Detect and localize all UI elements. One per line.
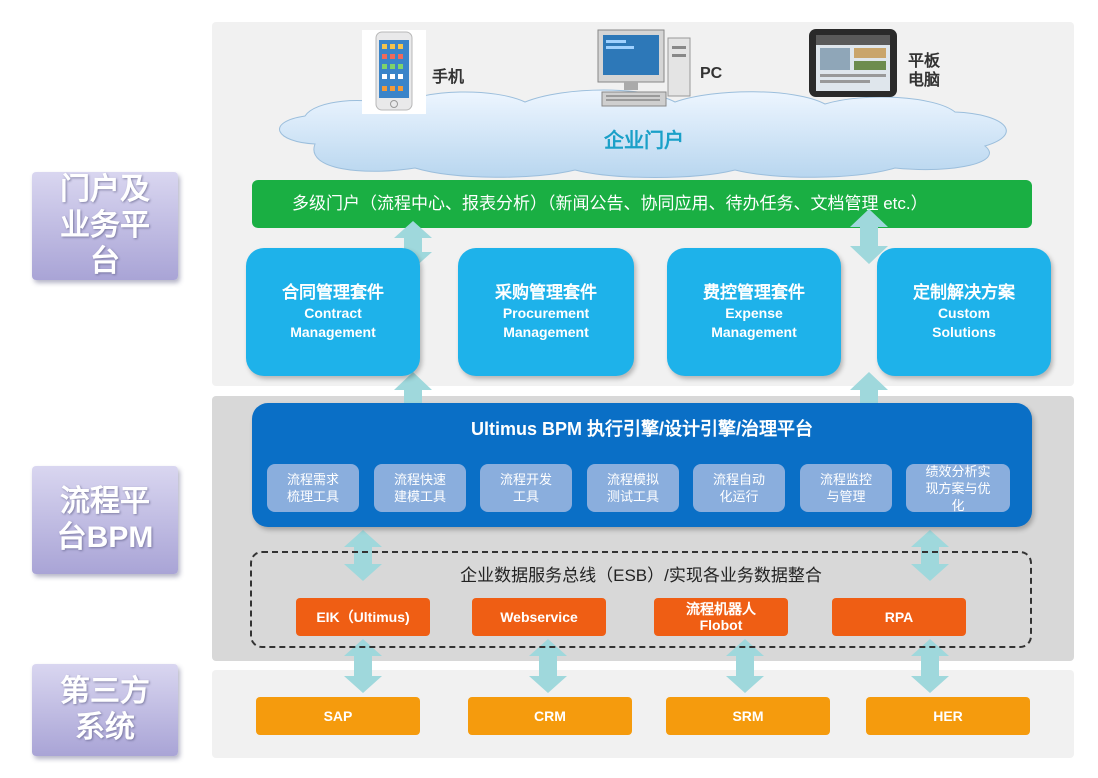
- suite-en1: Expense: [725, 305, 783, 321]
- layer-label-bpm-text: 流程平台BPM: [56, 485, 154, 554]
- tool-line: 与管理: [826, 489, 866, 504]
- tablet-label: 平板 电脑: [908, 52, 940, 90]
- tool-line: 梳理工具: [286, 489, 339, 504]
- layer-label-third-party-text: 第三方系统: [60, 675, 150, 744]
- pc-label: PC: [700, 65, 723, 82]
- integration-line: Flobot: [699, 617, 743, 633]
- tool-rapid-modeling: 流程快速建模工具: [374, 464, 466, 512]
- suite-expense-management: 费控管理套件 Expense Management: [667, 248, 841, 376]
- layer-label-third-party: 第三方系统: [32, 664, 178, 756]
- phone-icon: [362, 30, 426, 114]
- tool-line: 流程开发: [499, 472, 552, 487]
- tool-line: 现方案与优: [925, 480, 991, 496]
- esb-title: 企业数据服务总线（ESB）/实现各业务数据整合: [460, 566, 822, 585]
- tool-requirements: 流程需求梳理工具: [267, 464, 359, 512]
- bpm-platform-title: Ultimus BPM 执行引擎/设计引擎/治理平台: [470, 419, 813, 439]
- suite-en2: Management: [290, 324, 376, 340]
- suite-cn: 合同管理套件: [282, 283, 384, 302]
- suite-en1: Procurement: [502, 305, 590, 321]
- suite-en2: Management: [711, 324, 797, 340]
- suite-cn: 费控管理套件: [703, 283, 805, 302]
- suite-procurement-management: 采购管理套件 Procurement Management: [458, 248, 634, 376]
- tool-line: 建模工具: [393, 489, 446, 504]
- suite-cn: 采购管理套件: [495, 283, 597, 302]
- phone-label: 手机: [432, 69, 465, 86]
- system-srm: SRM: [666, 697, 830, 735]
- suite-contract-management: 合同管理套件 Contract Management: [246, 248, 420, 376]
- tool-line: 流程需求: [286, 472, 339, 487]
- suite-en1: Custom: [937, 305, 991, 321]
- integration-line: RPA: [884, 609, 914, 625]
- tool-line: 流程自动: [712, 472, 765, 487]
- tool-automation: 流程自动化运行: [693, 464, 785, 512]
- tool-line: 化: [951, 497, 965, 513]
- tool-line: 化运行: [719, 489, 759, 504]
- multi-level-portal-bar: 多级门户（流程中心、报表分析）（新闻公告、协同应用、待办任务、文档管理 etc.…: [252, 180, 1032, 228]
- integration-flobot: 流程机器人 Flobot: [654, 598, 788, 636]
- tool-line: 流程快速: [393, 472, 446, 487]
- suite-en2: Management: [503, 324, 589, 340]
- suite-custom-solutions: 定制解决方案 Custom Solutions: [877, 248, 1051, 376]
- suite-en1: Contract: [304, 305, 362, 321]
- system-crm: CRM: [468, 697, 632, 735]
- system-sap: SAP: [256, 697, 420, 735]
- pc-icon: [597, 29, 691, 107]
- integration-rpa: RPA: [832, 598, 966, 636]
- suite-en2: Solutions: [932, 324, 996, 340]
- tool-development: 流程开发工具: [480, 464, 572, 512]
- tablet-icon: [809, 29, 897, 97]
- tool-line: 绩效分析实: [925, 463, 991, 479]
- integration-line: Webservice: [500, 609, 578, 625]
- suite-cn: 定制解决方案: [913, 283, 1015, 302]
- tool-line: 测试工具: [606, 489, 659, 504]
- tool-line: 流程模拟: [606, 472, 659, 487]
- tool-monitoring: 流程监控与管理: [800, 464, 892, 512]
- integration-eik: EIK（Ultimus): [296, 598, 430, 636]
- tablet-label-line2: 电脑: [908, 72, 941, 89]
- system-her: HER: [866, 697, 1030, 735]
- tool-performance-analysis: 绩效分析实现方案与优化: [906, 463, 1010, 513]
- tool-simulation-testing: 流程模拟测试工具: [587, 464, 679, 512]
- integration-webservice: Webservice: [472, 598, 606, 636]
- layer-label-portal: 门户及业务平台: [32, 172, 178, 280]
- integration-line: 流程机器人: [686, 601, 756, 617]
- tool-line: 流程监控: [819, 472, 872, 487]
- layer-label-portal-text: 门户及业务平台: [60, 173, 150, 278]
- tool-line: 工具: [512, 489, 539, 504]
- layer-label-bpm: 流程平台BPM: [32, 466, 178, 574]
- tablet-label-line1: 平板: [908, 53, 941, 70]
- esb-box: 企业数据服务总线（ESB）/实现各业务数据整合: [250, 551, 1032, 648]
- integration-line: EIK（Ultimus): [316, 609, 410, 625]
- enterprise-portal-label: 企业门户: [604, 130, 684, 152]
